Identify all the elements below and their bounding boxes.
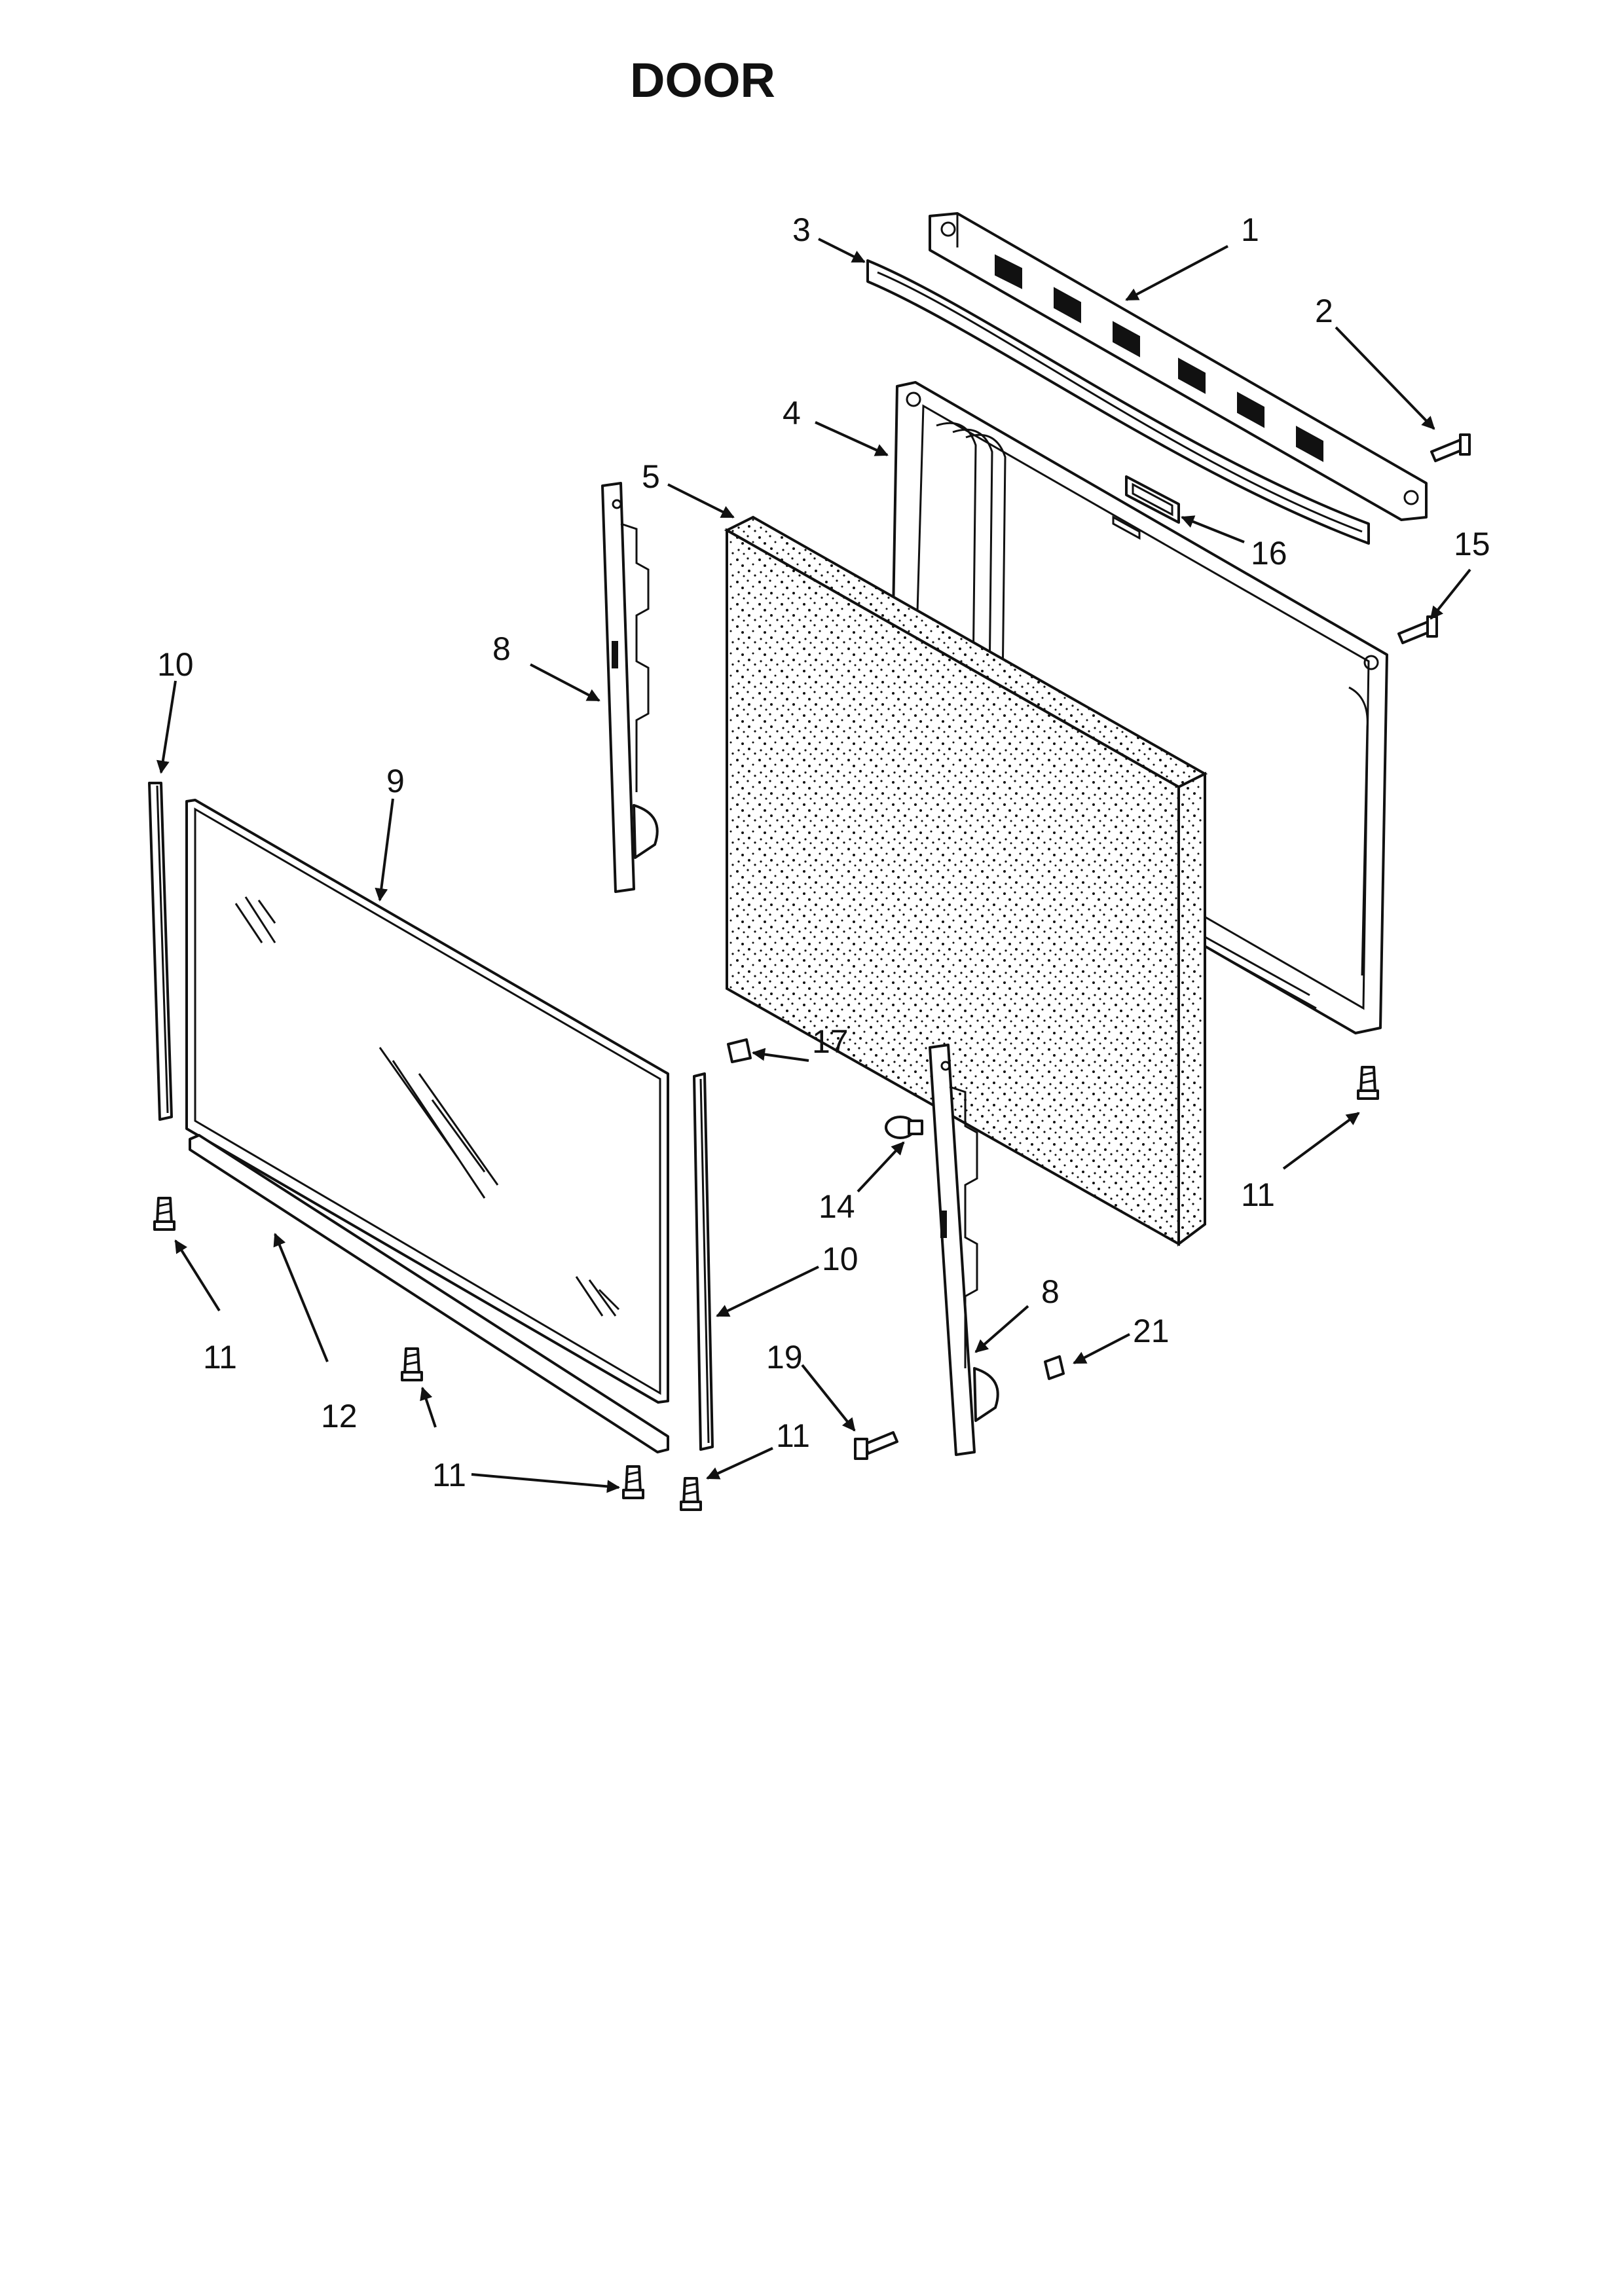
part-5-insulation: [724, 515, 1208, 1247]
part-1-vent-trim: [929, 212, 1428, 521]
callout-8-lower: 8: [1041, 1273, 1060, 1310]
part-14-plug: [885, 1116, 923, 1139]
callout-3: 3: [792, 211, 811, 248]
callout-11-center: 11: [776, 1417, 810, 1454]
callout-11-bottom: 11: [432, 1457, 466, 1493]
part-8-hinge-right: [929, 1044, 999, 1456]
callout-labels: 1 2 3 4 5 16 15 8 10 9 17 14 11 11 12 10…: [157, 211, 1490, 1493]
part-15-screw: [1397, 615, 1438, 644]
part-17-clip: [727, 1038, 752, 1063]
callout-10-left: 10: [157, 646, 194, 683]
callout-11-left: 11: [203, 1339, 237, 1376]
part-11-screw-e: [1357, 1066, 1379, 1100]
part-11-screw-b: [401, 1347, 423, 1381]
part-9-outer-glass: [185, 799, 669, 1404]
callout-11-right: 11: [1241, 1176, 1275, 1213]
callout-4: 4: [783, 395, 801, 431]
part-21-clip: [1044, 1355, 1065, 1380]
part-4-door-frame: [889, 381, 1388, 1034]
callout-5: 5: [642, 458, 660, 495]
part-3-door-handle: [866, 259, 1370, 545]
callout-9: 9: [386, 763, 405, 799]
part-16-door-latch-block: [1112, 475, 1180, 540]
callout-12: 12: [321, 1398, 358, 1434]
part-10-left-trim: [148, 782, 173, 1121]
part-12-bottom-trim: [189, 1134, 669, 1453]
part-11-screw-d: [680, 1477, 702, 1511]
callout-1: 1: [1241, 211, 1259, 248]
part-11-screw-a: [153, 1197, 175, 1231]
callout-15: 15: [1454, 526, 1490, 562]
part-11-screw-c: [622, 1465, 644, 1499]
callout-10-right: 10: [822, 1241, 858, 1277]
callout-21: 21: [1133, 1313, 1170, 1349]
part-2-screw: [1430, 433, 1471, 462]
callout-14: 14: [819, 1188, 855, 1225]
part-19-screw: [854, 1431, 898, 1460]
leader-lines: [156, 238, 1471, 1493]
callout-8-upper: 8: [492, 630, 511, 667]
callout-17: 17: [812, 1023, 849, 1060]
callout-16: 16: [1251, 535, 1287, 572]
part-10-right-trim: [693, 1072, 714, 1451]
callout-2: 2: [1315, 293, 1333, 329]
part-8-hinge-left: [601, 482, 659, 893]
page-title: DOOR: [630, 53, 775, 107]
callout-19: 19: [766, 1339, 803, 1376]
